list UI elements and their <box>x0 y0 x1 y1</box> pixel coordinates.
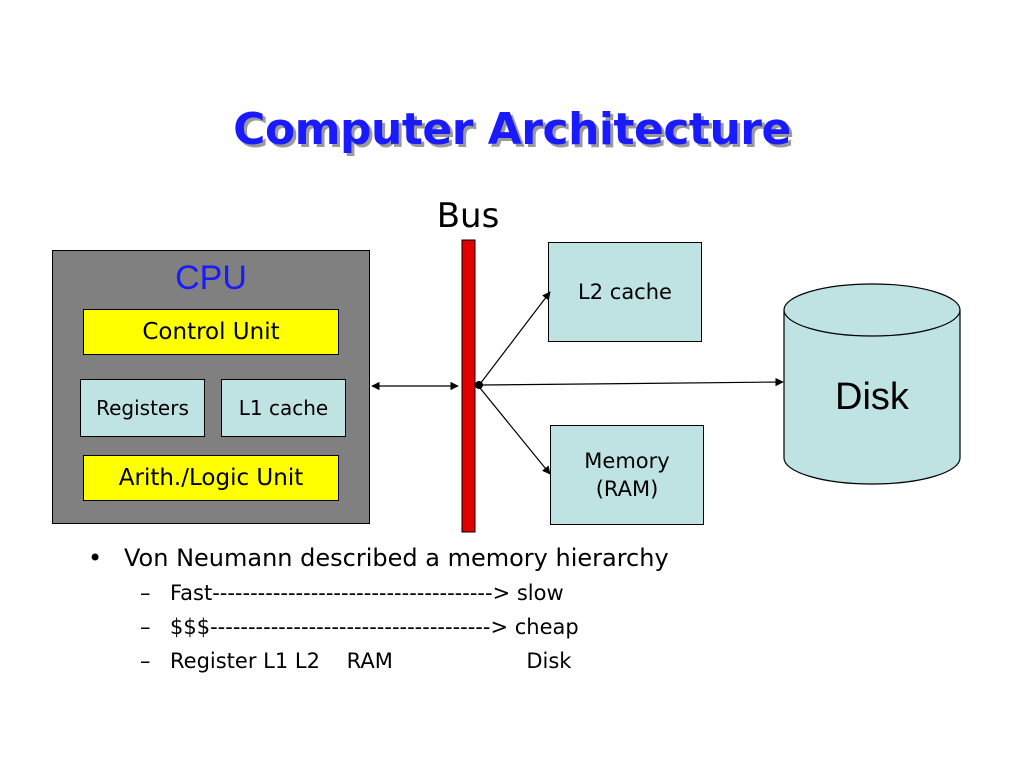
bus-l2-arrow <box>479 291 551 385</box>
registers-box: Registers <box>80 379 205 437</box>
memory-box: Memory (RAM) <box>550 425 704 525</box>
bus-disk-arrow <box>481 377 784 387</box>
dash-icon: – <box>140 615 151 639</box>
bullet-dot-icon: • <box>88 544 103 572</box>
l1-cache-box: L1 cache <box>221 379 346 437</box>
sub-bullet-item: –$$$------------------------------------… <box>140 610 669 644</box>
bus-bar <box>461 239 476 533</box>
dash-icon: – <box>140 649 151 673</box>
alu-box: Arith./Logic Unit <box>83 455 339 501</box>
bullet-item: • Von Neumann described a memory hierarch… <box>88 540 669 576</box>
memory-sublabel: (RAM) <box>595 477 659 501</box>
cpu-box: CPU Control Unit Registers L1 cache Arit… <box>52 250 370 524</box>
sub-bullet-text: Fast------------------------------------… <box>170 581 564 605</box>
control-unit-box: Control Unit <box>83 309 339 355</box>
sub-bullet-text: Register L1 L2 RAM Disk <box>170 649 572 673</box>
bus-memory-arrow <box>479 387 551 475</box>
sub-bullet-text: $$$-------------------------------------… <box>170 615 579 639</box>
slide-title: Computer Architecture <box>233 104 791 155</box>
bus-junction <box>475 381 483 389</box>
cpu-label: CPU <box>175 259 247 297</box>
dash-icon: – <box>140 581 151 605</box>
disk-label: Disk <box>835 376 909 418</box>
memory-label: Memory <box>584 448 670 473</box>
bullet-list: • Von Neumann described a memory hierarch… <box>88 540 669 678</box>
sub-bullet-item: –Fast-----------------------------------… <box>140 576 669 610</box>
sub-bullet-item: –Register L1 L2 RAM Disk <box>140 644 669 678</box>
bullet-text: Von Neumann described a memory hierarchy <box>124 544 669 572</box>
disk-cylinder <box>783 283 961 485</box>
bus-label: Bus <box>436 196 500 236</box>
